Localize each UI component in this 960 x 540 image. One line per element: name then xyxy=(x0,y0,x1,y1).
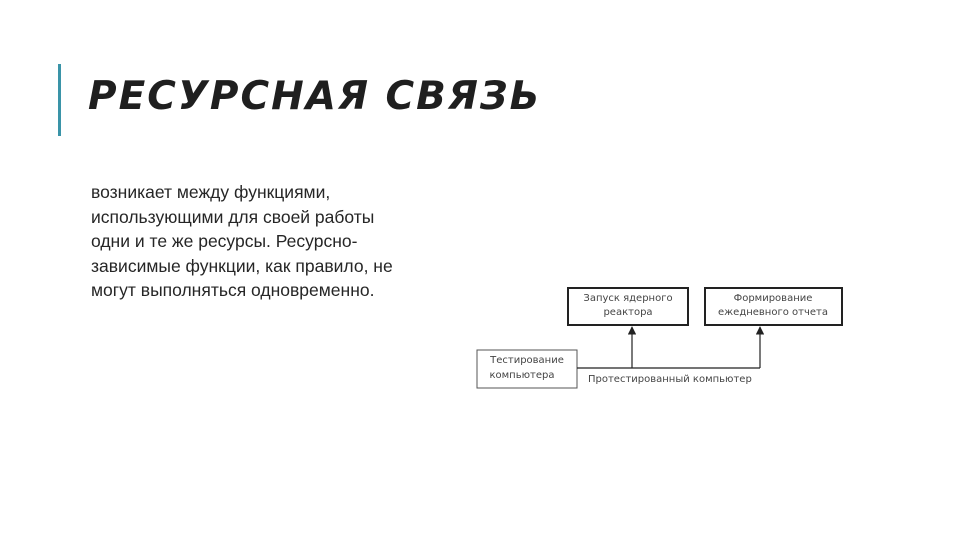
slide-title: РЕСУРСНАЯ СВЯЗЬ xyxy=(88,74,542,119)
box-launch-line: реактора xyxy=(603,307,652,318)
body-line: возникает между функциями, xyxy=(91,182,331,202)
body-line: одни и те же ресурсы. Ресурсно- xyxy=(91,231,358,251)
body-line: зависимые функции, как правило, не xyxy=(91,255,393,276)
box-reactor-launch: Запуск ядерного реактора xyxy=(567,287,689,326)
box-launch-line: Запуск ядерного xyxy=(583,293,672,304)
box-report-line: Формирование xyxy=(734,293,813,304)
arrow-label: Протестированный компьютер xyxy=(588,374,752,385)
title-accent-bar xyxy=(58,64,61,136)
box-daily-report: Формирование ежедневного отчета xyxy=(704,287,843,326)
box-test-line: компьютера xyxy=(489,370,554,381)
body-line: могут выполняться одновременно. xyxy=(91,280,375,300)
box-report-line: ежедневного отчета xyxy=(718,307,828,318)
slide-body-text: возникает между функциями, использующими… xyxy=(91,180,471,303)
body-line: использующими для своей работы xyxy=(91,206,375,227)
box-test-line: Тестирование xyxy=(489,355,564,366)
box-test-computer: Тестирование компьютера xyxy=(476,349,578,389)
